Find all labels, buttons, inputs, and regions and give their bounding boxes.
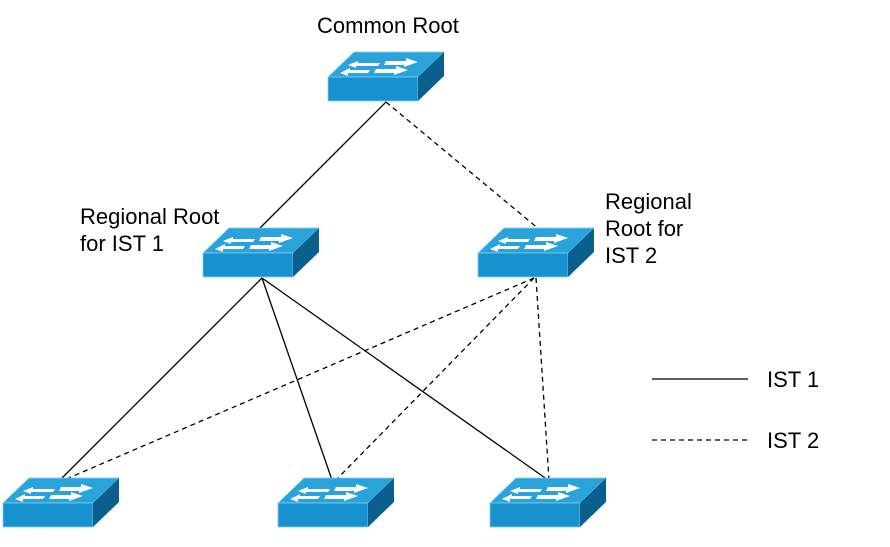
regional-root-1-label: Regional Root for IST 1 — [80, 204, 220, 256]
legend-ist1-label: IST 1 — [767, 367, 820, 392]
bottom-switch-1-icon — [2, 477, 120, 528]
link-common-to-regional1 — [257, 101, 387, 231]
common-root-label: Common Root — [317, 13, 459, 38]
link-common-to-regional2 — [385, 101, 541, 231]
legend-ist2-label: IST 2 — [767, 428, 820, 453]
link-regional1-to-bottom3 — [261, 277, 549, 481]
bottom-switch-3-icon — [489, 477, 607, 528]
link-regional1-to-bottom1 — [59, 277, 263, 481]
regional-root-1-switch-icon — [202, 227, 320, 278]
link-regional2-to-bottom3 — [535, 277, 550, 481]
link-regional2-to-bottom1 — [63, 277, 535, 481]
bottom-switch-2-icon — [277, 477, 395, 528]
link-regional2-to-bottom2 — [335, 277, 535, 481]
ist1-links — [59, 101, 549, 481]
link-regional1-to-bottom2 — [261, 277, 333, 481]
regional-root-2-switch-icon — [477, 227, 595, 278]
common-root-switch-icon — [327, 51, 445, 102]
ist2-links — [63, 101, 550, 481]
regional-root-2-label: Regional Root for IST 2 — [605, 189, 692, 268]
